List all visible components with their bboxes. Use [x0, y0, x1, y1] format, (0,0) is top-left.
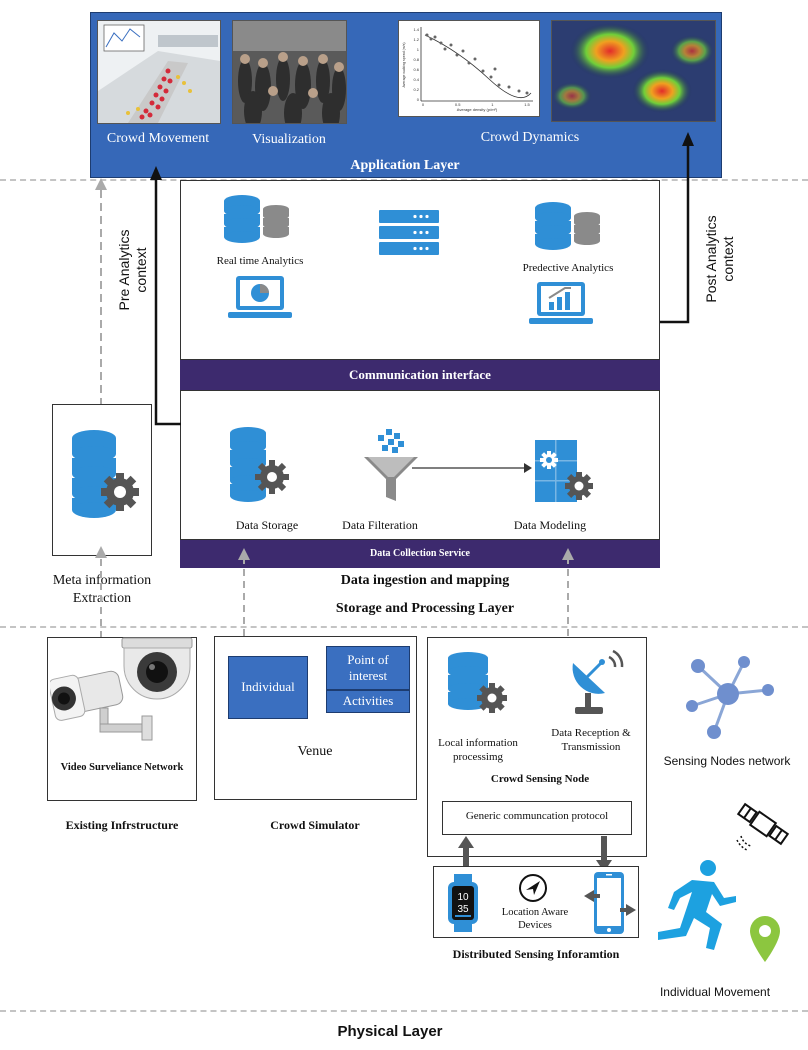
scatter-ylabel: Average walking speed (m/s)	[402, 42, 406, 87]
scatter-xtick-label: 1.5	[524, 102, 530, 107]
crowd-dynamics-label: Crowd Dynamics	[480, 130, 580, 145]
data-collection-service-bar: Data Collection Service	[180, 540, 660, 568]
devices-line2: Devices	[518, 920, 552, 931]
application-layer-title: Application Layer	[350, 158, 460, 173]
scatter-plot-image: 1.4 1.2 1 0.8 0.6 0.4 0.2 0 0 0.5 1 1.5 Average de…	[398, 20, 540, 117]
local-processing-icon	[448, 652, 507, 713]
heatmap-image	[551, 20, 716, 122]
post-analytics-context-label: Post Analytics context	[703, 199, 737, 319]
sensing-to-collection-arrow	[562, 548, 574, 636]
activities-box: Activities	[326, 690, 410, 713]
watch-minute: 35	[457, 904, 469, 915]
data-storage-label: Data Storage	[235, 518, 299, 532]
data-filteration-label: Data Filteration	[342, 518, 418, 532]
separator-physical	[0, 626, 808, 628]
location-pin-icon	[750, 916, 780, 962]
filter-to-modeling-arrow	[412, 463, 532, 473]
scatter-xlabel: Average density (p/m²)	[457, 107, 498, 112]
satellite-icon	[736, 802, 790, 851]
generic-protocol-box	[442, 801, 632, 835]
poi-line2: interest	[348, 668, 388, 683]
point-of-interest-box: Point of interest	[326, 646, 410, 690]
physical-layer-title: Physical Layer	[337, 1023, 443, 1040]
running-person-icon	[658, 860, 736, 950]
scatter-xtick-label: 1	[491, 102, 494, 107]
server-rack-icon	[379, 210, 439, 255]
smartphone-icon	[584, 872, 636, 934]
location-compass-icon	[519, 874, 547, 902]
sensing-nodes-network-icon	[686, 656, 774, 739]
realtime-database-icon	[224, 195, 289, 243]
watch-hour: 10	[457, 892, 469, 903]
visualization-label: Visualization	[252, 132, 326, 147]
surveillance-cameras-icon	[50, 637, 193, 741]
laptop-pie-chart-icon	[228, 276, 292, 318]
individual-movement-label: Individual Movement	[659, 985, 771, 999]
crowd-simulator-caption: Crowd Simulator	[270, 818, 360, 832]
satellite-dish-icon	[572, 649, 624, 714]
scatter-ytick-label: 0.2	[413, 87, 419, 92]
individual-label: Individual	[241, 679, 295, 694]
pre-analytics-context-label: Pre Analytics context	[116, 210, 150, 330]
simulator-to-collection-arrow	[238, 548, 250, 636]
data-filter-funnel-icon	[364, 429, 418, 501]
data-storage-icon	[230, 427, 289, 502]
venue-label: Venue	[297, 744, 333, 759]
activities-label: Activities	[342, 693, 394, 708]
storage-processing-layer-title: Storage and Processing Layer	[335, 601, 515, 616]
reception-line2: Transmission	[561, 741, 621, 753]
data-modeling-icon	[535, 440, 593, 502]
crowd-movement-label: Crowd Movement	[106, 131, 210, 146]
scatter-xtick-label: 0	[422, 102, 425, 107]
distributed-sensing-caption: Distributed Sensing Inforamtion	[452, 947, 620, 961]
storage-panel	[180, 390, 660, 540]
sensing-nodes-network-label: Sensing Nodes network	[663, 754, 791, 768]
scatter-ytick-label: 0.4	[413, 77, 419, 82]
visualization-image	[232, 20, 347, 124]
meta-line1: Meta information	[52, 573, 152, 588]
predictive-analytics-label: Predective Analytics	[522, 262, 614, 274]
pre-analytics-arrow	[95, 178, 107, 406]
scatter-xtick-label: 0.5	[455, 102, 461, 107]
communication-interface-bar: Communication interface	[180, 360, 660, 390]
local-processing-label: Local information processimg	[430, 736, 526, 764]
data-reception-label: Data Reception & Transmission	[535, 726, 647, 754]
local-line1: Local information	[438, 737, 518, 749]
existing-infrastructure-caption: Existing Infrstructure	[65, 818, 179, 832]
generic-protocol-label: Generic communcation protocol	[465, 810, 609, 822]
camera-to-meta-arrow	[95, 546, 107, 638]
crowd-sensing-node-title: Crowd Sensing Node	[490, 773, 590, 785]
post-analytics-line1: Post Analytics	[703, 215, 719, 303]
smartwatch-icon: 10 35	[448, 874, 478, 932]
devices-to-node-arrow	[458, 836, 474, 872]
meta-database-gear-icon	[72, 430, 139, 518]
scatter-ytick-label: 0.8	[413, 57, 419, 62]
separator-bottom	[0, 1010, 808, 1012]
storage-to-application-arrow	[150, 166, 181, 426]
scatter-ytick-label: 1.2	[413, 37, 419, 42]
scatter-ytick-label: 1.4	[413, 27, 419, 32]
data-modeling-label: Data Modeling	[513, 518, 587, 532]
crowd-movement-image	[97, 20, 221, 124]
location-aware-devices-label: Location Aware Devices	[490, 906, 580, 932]
scatter-ytick-label: 0.6	[413, 67, 419, 72]
post-analytics-arrow	[660, 132, 694, 324]
data-ingestion-caption: Data ingestion and mapping	[340, 573, 510, 588]
local-line2: processimg	[452, 751, 504, 763]
video-surveillance-label: Video Surveliance Network	[60, 762, 184, 773]
reception-line1: Data Reception &	[551, 727, 631, 739]
scatter-ytick-label: 0	[417, 97, 420, 102]
individual-box: Individual	[228, 656, 308, 719]
post-analytics-line2: context	[720, 236, 736, 282]
laptop-bar-chart-icon	[529, 282, 593, 324]
scatter-ytick-label: 1	[417, 47, 420, 52]
predictive-database-icon	[535, 202, 600, 250]
poi-line1: Point of	[347, 652, 389, 667]
pre-analytics-line1: Pre Analytics	[116, 229, 132, 311]
devices-line1: Location Aware	[501, 907, 569, 918]
realtime-analytics-label: Real time Analytics	[216, 255, 304, 267]
